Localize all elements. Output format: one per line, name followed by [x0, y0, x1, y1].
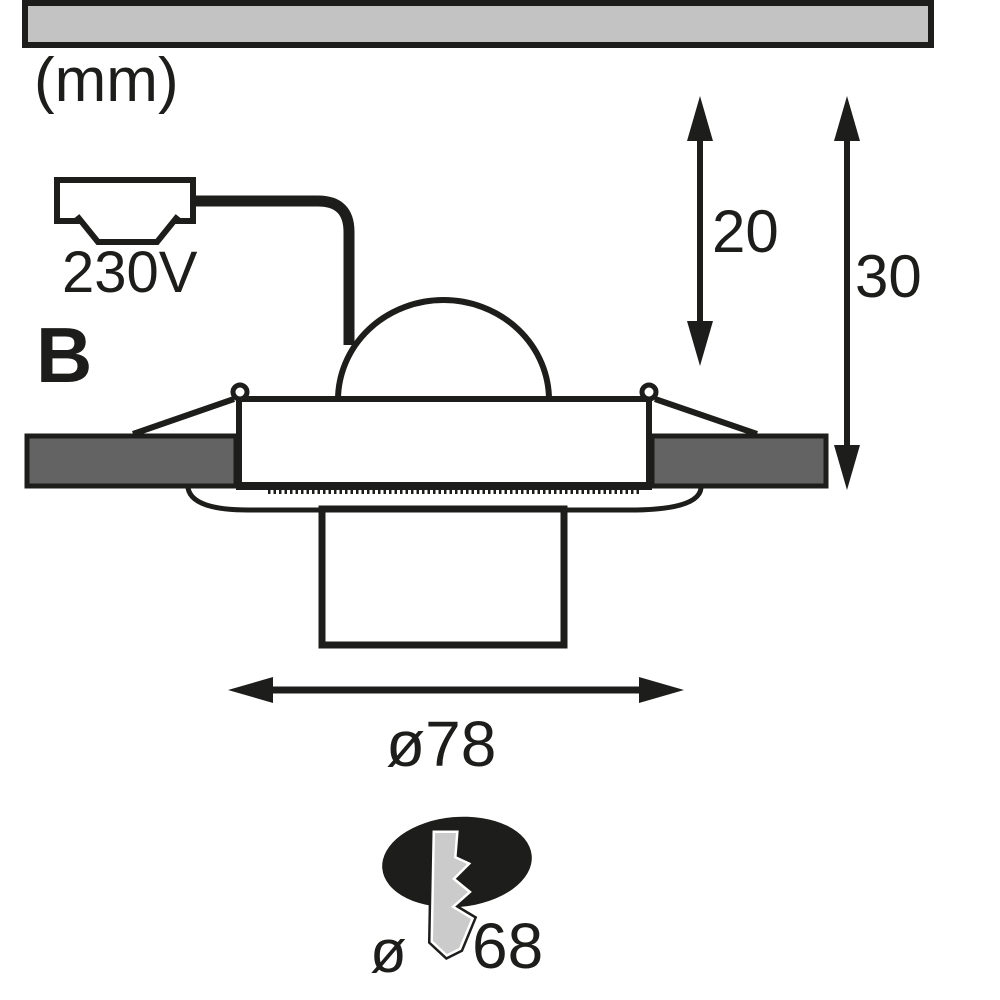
ceiling-section-right — [649, 433, 829, 489]
clip-pivot-left — [230, 382, 250, 402]
clip-pivot-right — [639, 382, 659, 402]
spring-clip-right — [654, 396, 758, 437]
dimension-label-outer-diameter: ø78 — [386, 708, 497, 780]
arrowhead-down-icon — [834, 445, 860, 490]
dimension-arrow-30 — [834, 96, 860, 490]
arrowhead-down-icon — [687, 321, 713, 366]
arrowhead-right-icon — [639, 677, 684, 703]
dimension-arrow-diameter-78 — [228, 677, 684, 703]
dimension-arrow-20 — [687, 96, 713, 366]
lightning-bolt-icon — [427, 828, 478, 961]
lamp-dome — [335, 297, 552, 401]
cutout-diameter-symbol: ø — [370, 918, 407, 985]
plug-body — [54, 177, 196, 224]
lamp-body-lower — [318, 505, 568, 649]
cutout-diameter-value: 68 — [472, 910, 544, 982]
plug-nose — [74, 214, 181, 245]
arrowhead-up-icon — [687, 96, 713, 141]
view-label: B — [36, 311, 93, 399]
ceiling-section-left — [24, 433, 239, 489]
mains-cable — [195, 195, 355, 345]
arrowhead-up-icon — [834, 96, 860, 141]
arrowhead-left-icon — [228, 677, 273, 703]
dimension-label-recess-height: 20 — [712, 198, 779, 265]
ceiling-panel — [22, 0, 934, 48]
voltage-label: 230V — [62, 240, 198, 305]
dimension-label-total-height: 30 — [855, 243, 922, 310]
luminaire-housing — [236, 396, 652, 489]
spring-clip-left — [132, 396, 235, 437]
unit-label: (mm) — [34, 46, 179, 115]
